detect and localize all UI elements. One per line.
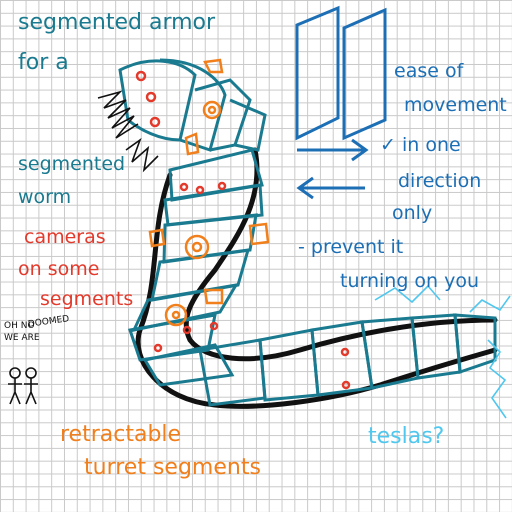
turret-line2: turret segments	[84, 455, 261, 480]
turret-line1: retractable	[60, 422, 182, 447]
title-armor-line2: for a	[18, 50, 69, 75]
movement-arrows	[296, 138, 369, 200]
prevent-line1: - prevent it	[298, 236, 404, 258]
label-worm-line1: segmented	[18, 153, 126, 175]
movement-line5: only	[392, 202, 433, 224]
label-cameras-line1: cameras	[24, 226, 106, 248]
worm-body-outline-inner	[183, 147, 498, 362]
teslas-label: teslas?	[368, 424, 445, 449]
movement-line1: ease of	[394, 60, 464, 82]
worm-teeth	[97, 90, 159, 173]
doomed-line2: WE ARE	[4, 333, 40, 343]
label-cameras-line3: segments	[40, 288, 134, 310]
movement-line3: ✓ in one	[380, 134, 461, 156]
camera-dots	[135, 70, 351, 390]
worm-segments	[128, 148, 497, 407]
worm-head	[118, 58, 267, 152]
tesla-sparks	[374, 284, 511, 419]
movement-line4: direction	[398, 170, 482, 192]
movement-line2: movement	[404, 94, 507, 116]
stick-figures	[8, 367, 38, 405]
doomed-line1: OH NO	[4, 321, 35, 331]
prevent-line2: turning on you	[340, 270, 480, 292]
turret-segments	[148, 58, 270, 327]
label-worm-line2: worm	[18, 186, 72, 208]
label-cameras-line2: on some	[18, 258, 100, 280]
armor-plates-diagram	[295, 5, 387, 141]
title-armor-line1: segmented armor	[18, 10, 216, 35]
